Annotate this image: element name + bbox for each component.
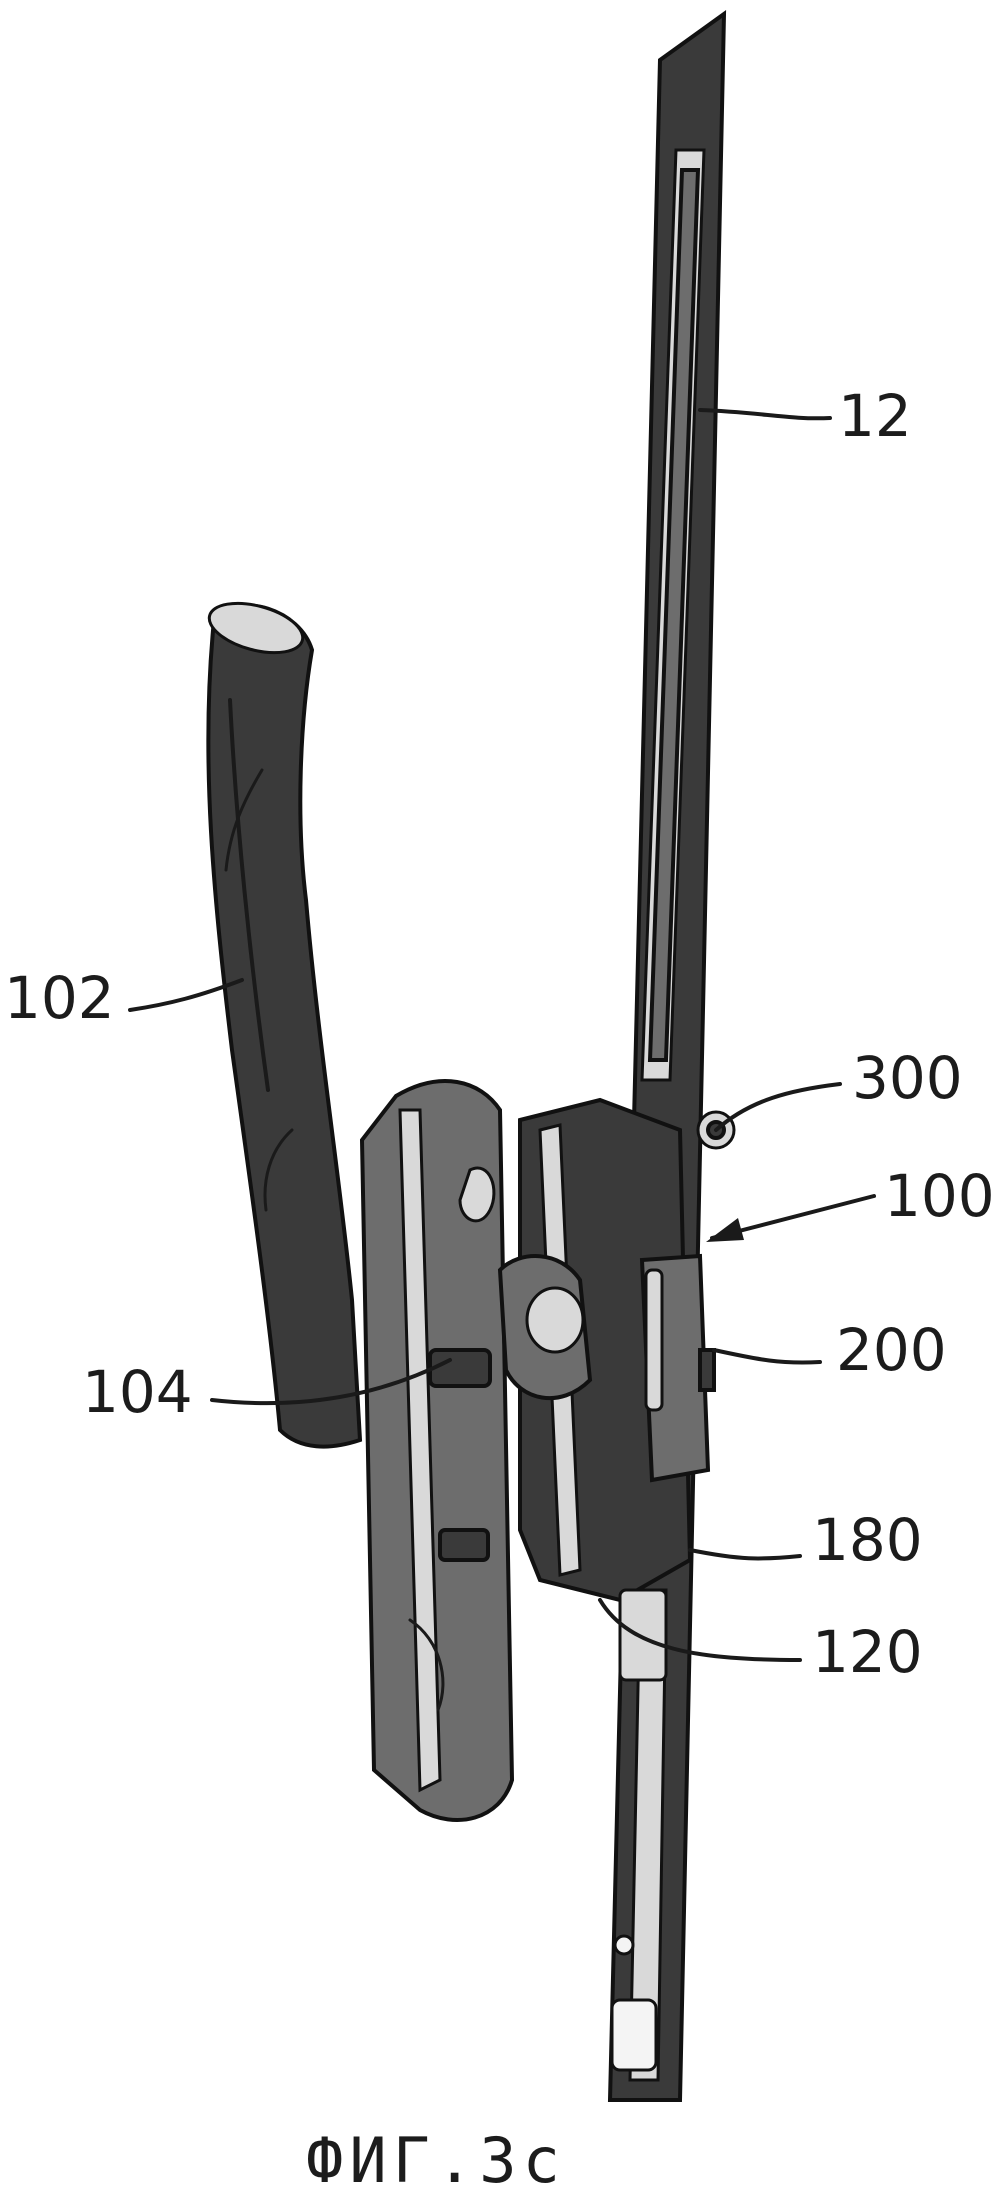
label-cover-200: 200	[836, 1316, 947, 1384]
figure-caption: ФИГ.3с	[306, 2124, 566, 2197]
handle-102	[206, 601, 363, 1449]
label-housing-180: 180	[812, 1506, 923, 1574]
housing-180	[497, 1097, 693, 1603]
label-slider-120: 120	[812, 1618, 923, 1686]
cover-200	[639, 1253, 716, 1483]
label-base-104: 104	[82, 1358, 193, 1426]
label-bracket-300: 300	[852, 1044, 963, 1112]
slider-120	[618, 1588, 668, 1682]
base-plate-104	[359, 1079, 515, 1822]
label-rod-12: 12	[838, 382, 912, 450]
label-handle-102: 102	[4, 964, 115, 1032]
rod-12	[607, 10, 727, 2102]
leader-lines	[128, 408, 876, 1662]
label-assembly-100: 100	[884, 1162, 995, 1230]
